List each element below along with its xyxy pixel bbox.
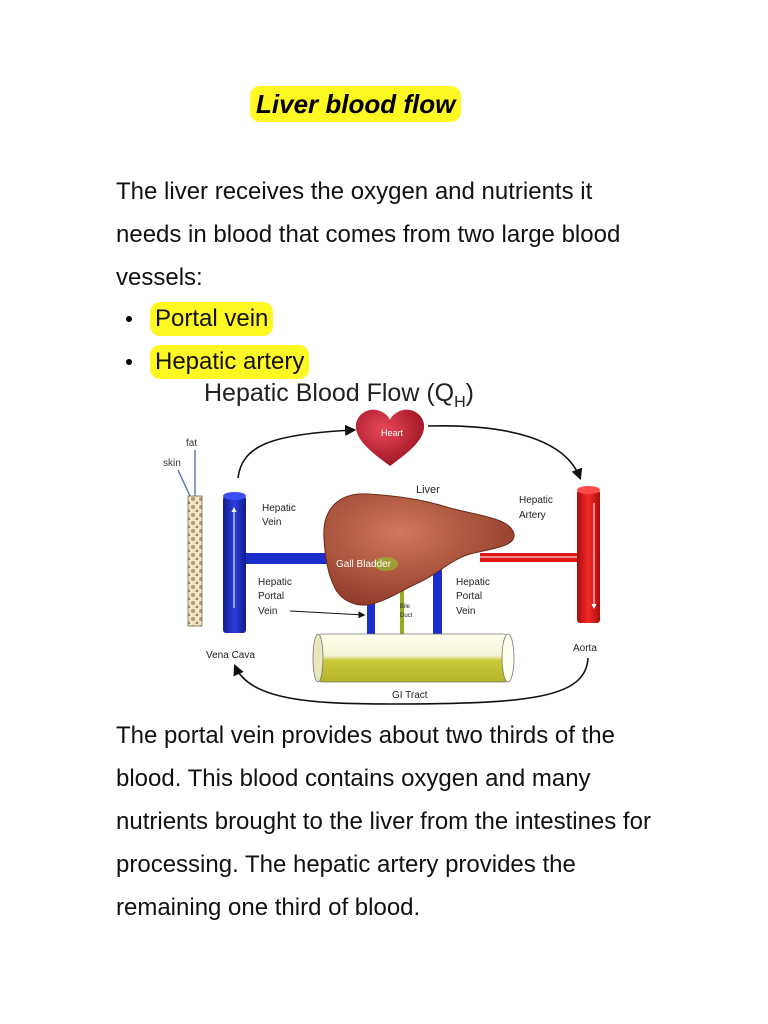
fat-label: fat (186, 438, 197, 449)
hepatic-vein-label: Hepatic Vein (262, 503, 299, 528)
highlighted-text: Portal vein (150, 302, 274, 336)
portal-vein-right-vessel (433, 568, 442, 636)
flow-arrow-to-vena-cava (233, 657, 589, 705)
portal-vein-left-vessel (367, 592, 375, 636)
bullet-icon (126, 316, 132, 322)
aorta-vessel (577, 490, 600, 623)
liver-image (323, 493, 515, 606)
intro-paragraph: The liver receives the oxygen and nutrie… (116, 178, 621, 291)
gi-tract (312, 633, 515, 683)
highlighted-text: Hepatic artery (150, 345, 310, 379)
flow-arrow-to-aorta (427, 425, 583, 481)
gi-tract-label: GI Tract (392, 690, 428, 701)
bullet-icon (126, 359, 132, 365)
flow-arrow-to-heart (237, 424, 357, 479)
hepatic-blood-flow-diagram: Hepatic Blood Flow (QH) fat skin (150, 368, 620, 713)
figure-title: Hepatic Blood Flow (QH) (204, 379, 474, 411)
aorta-label: Aorta (573, 643, 597, 654)
bile-duct-label: Bile Duct (400, 604, 413, 619)
heart-label: Heart (381, 428, 404, 438)
closing-paragraph: The portal vein provides about two third… (116, 722, 651, 921)
gall-bladder-label: Gall Bladder (336, 559, 392, 570)
portal-vein-left-label: Hepatic Portal Vein (258, 577, 295, 617)
liver-label: Liver (416, 484, 440, 496)
vena-cava-label: Vena Cava (206, 650, 255, 661)
skin-label: skin (163, 458, 181, 469)
hepatic-artery-label: Hepatic Artery (519, 495, 556, 521)
portal-vein-right-label: Hepatic Portal Vein (456, 577, 493, 617)
hepatic-vein-vessel (242, 553, 342, 564)
skin-fat-tissue (187, 495, 203, 627)
page-title: Liver blood flow (250, 86, 462, 122)
heart-image (355, 409, 425, 466)
